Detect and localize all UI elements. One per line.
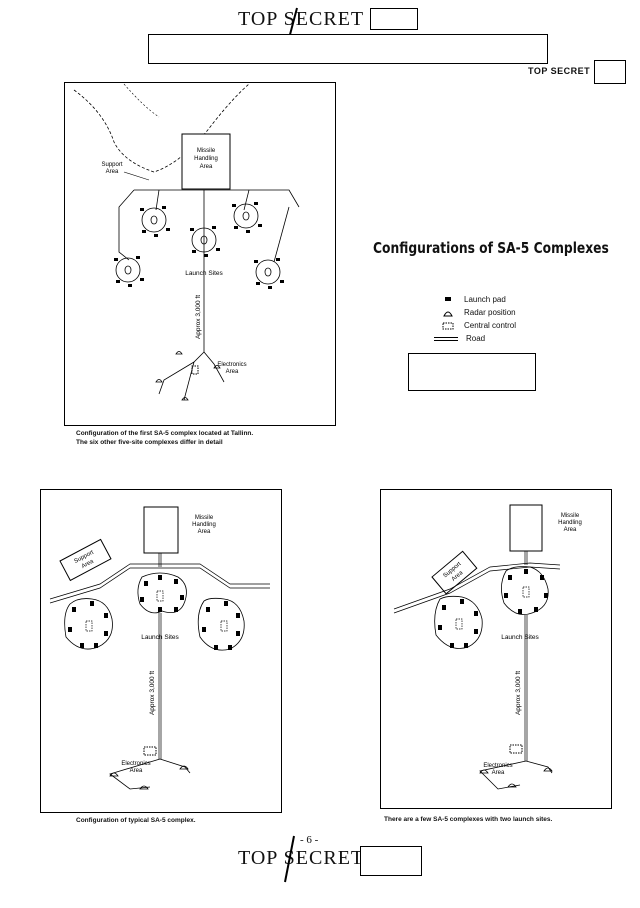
label-missile-handling: Missile [561, 513, 580, 519]
launch-pad-icon [440, 297, 456, 302]
label-missile-handling-3: Area [564, 527, 577, 533]
handwritten-slash-mark-footer [284, 835, 295, 883]
redaction-box-legend [408, 353, 536, 391]
central-control-icon [440, 322, 456, 330]
caption-tallinn: Configuration of the first SA-5 complex … [76, 430, 254, 446]
header-classification: TOP SECRET [238, 8, 365, 30]
page-title: Configurations of SA-5 Complexes [373, 239, 609, 257]
redaction-box-footer [360, 846, 422, 876]
legend-item-radar: Radar position [440, 306, 516, 319]
legend-item-central-control: Central control [440, 319, 516, 332]
label-launch-sites: Launch Sites [141, 634, 179, 641]
launch-site-cluster [434, 566, 549, 649]
label-missile-handling-3: Area [200, 164, 213, 170]
page-number: - 6 - [300, 834, 319, 846]
legend: Launch pad Radar position Central contro… [434, 293, 516, 345]
redaction-box-banner [148, 34, 548, 64]
label-support-2: Area [106, 169, 119, 175]
label-launch-sites: Launch Sites [185, 270, 223, 277]
label-missile-handling: Missile [197, 148, 216, 154]
tallinn-complex-diagram: Missile Handling Area Support Area Launc… [64, 82, 336, 426]
label-support-2: Area [81, 558, 96, 570]
label-missile-handling-2: Handling [192, 522, 216, 528]
redaction-box-small [594, 60, 626, 84]
label-distance: Approx 3,000 ft [195, 295, 202, 339]
caption-typical: Configuration of typical SA-5 complex. [76, 817, 196, 824]
label-electronics: Electronics [121, 761, 150, 767]
label-electronics-2: Area [130, 768, 143, 774]
two-site-complex-diagram: Missile Handling Area Support Area Launc… [380, 489, 612, 809]
label-launch-sites: Launch Sites [501, 634, 539, 641]
label-electronics: Electronics [217, 362, 246, 368]
road-icon [434, 336, 458, 342]
caption-two-site: There are a few SA-5 complexes with two … [384, 816, 553, 823]
label-electronics: Electronics [483, 763, 512, 769]
legend-item-road: Road [434, 332, 516, 345]
label-electronics-2: Area [492, 770, 505, 776]
label-missile-handling: Missile [195, 515, 214, 521]
launch-site-cluster [114, 202, 284, 289]
redaction-box-header [370, 8, 418, 30]
classification-small: TOP SECRET [528, 66, 591, 76]
legend-item-launch-pad: Launch pad [440, 293, 516, 306]
label-missile-handling-2: Handling [558, 520, 582, 526]
radar-position-icon [440, 309, 456, 317]
label-support: Support [101, 162, 122, 168]
label-distance: Approx 3,000 ft [149, 671, 156, 715]
typical-complex-diagram: Missile Handling Area Support Area Launc… [40, 489, 282, 813]
label-missile-handling-2: Handling [194, 156, 218, 162]
label-distance: Approx 3,000 ft [515, 671, 522, 715]
label-electronics-2: Area [226, 369, 239, 375]
label-missile-handling-3: Area [198, 529, 211, 535]
footer-classification: TOP SECRET [238, 847, 365, 869]
